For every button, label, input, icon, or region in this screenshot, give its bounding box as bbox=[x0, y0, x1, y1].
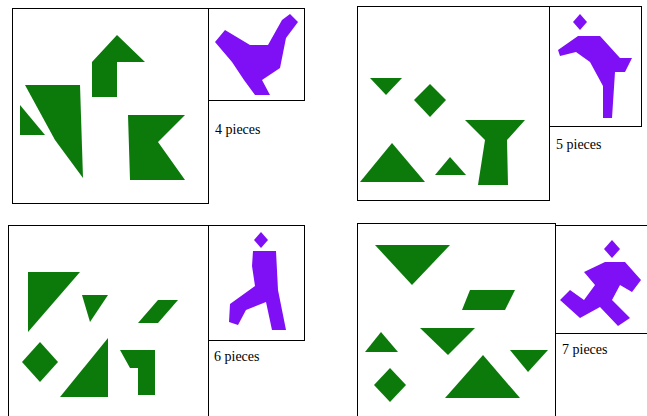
tangram-figure bbox=[254, 232, 268, 248]
tangram-figure bbox=[558, 36, 632, 118]
pieces-box bbox=[9, 226, 209, 416]
pieces-box bbox=[358, 7, 550, 201]
tangram-figures bbox=[215, 14, 641, 330]
tangram-piece bbox=[360, 143, 425, 182]
tangram-piece bbox=[82, 295, 108, 322]
panel-frames bbox=[9, 7, 647, 416]
tangram-piece bbox=[465, 120, 525, 185]
tangram-piece bbox=[445, 355, 520, 398]
tangram-piece bbox=[128, 115, 185, 180]
tangram-piece bbox=[374, 368, 406, 402]
tangram-figure bbox=[573, 14, 587, 30]
tangram-piece bbox=[120, 350, 155, 395]
tangram-figure bbox=[215, 14, 298, 95]
tangram-piece bbox=[20, 105, 45, 135]
tangram-piece bbox=[22, 342, 58, 382]
tangram-piece bbox=[138, 300, 178, 323]
figure-box bbox=[209, 226, 305, 341]
pieces-box bbox=[13, 9, 209, 204]
pieces-box bbox=[358, 224, 556, 416]
piece-count-label: 4 pieces bbox=[215, 122, 260, 138]
tangram-piece bbox=[60, 338, 108, 397]
tangram-piece bbox=[375, 245, 450, 285]
tangram-piece bbox=[92, 35, 145, 97]
tangram-piece bbox=[370, 78, 402, 95]
figure-box bbox=[209, 9, 305, 101]
tangram-figure bbox=[604, 240, 620, 258]
piece-count-label: 7 pieces bbox=[562, 342, 607, 358]
figure-box bbox=[550, 7, 642, 127]
figure-box bbox=[556, 226, 647, 334]
tangram-pieces bbox=[20, 35, 548, 402]
tangram-piece bbox=[462, 290, 515, 310]
piece-count-label: 6 pieces bbox=[214, 349, 259, 365]
tangram-piece bbox=[420, 328, 475, 355]
tangram-figure bbox=[560, 262, 641, 326]
tangram-piece bbox=[365, 332, 398, 352]
piece-count-label: 5 pieces bbox=[556, 137, 601, 153]
tangram-piece bbox=[510, 350, 548, 372]
tangram-piece bbox=[28, 272, 80, 332]
tangram-figure bbox=[229, 251, 286, 330]
tangram-piece bbox=[435, 157, 466, 175]
tangram-piece bbox=[414, 84, 446, 117]
